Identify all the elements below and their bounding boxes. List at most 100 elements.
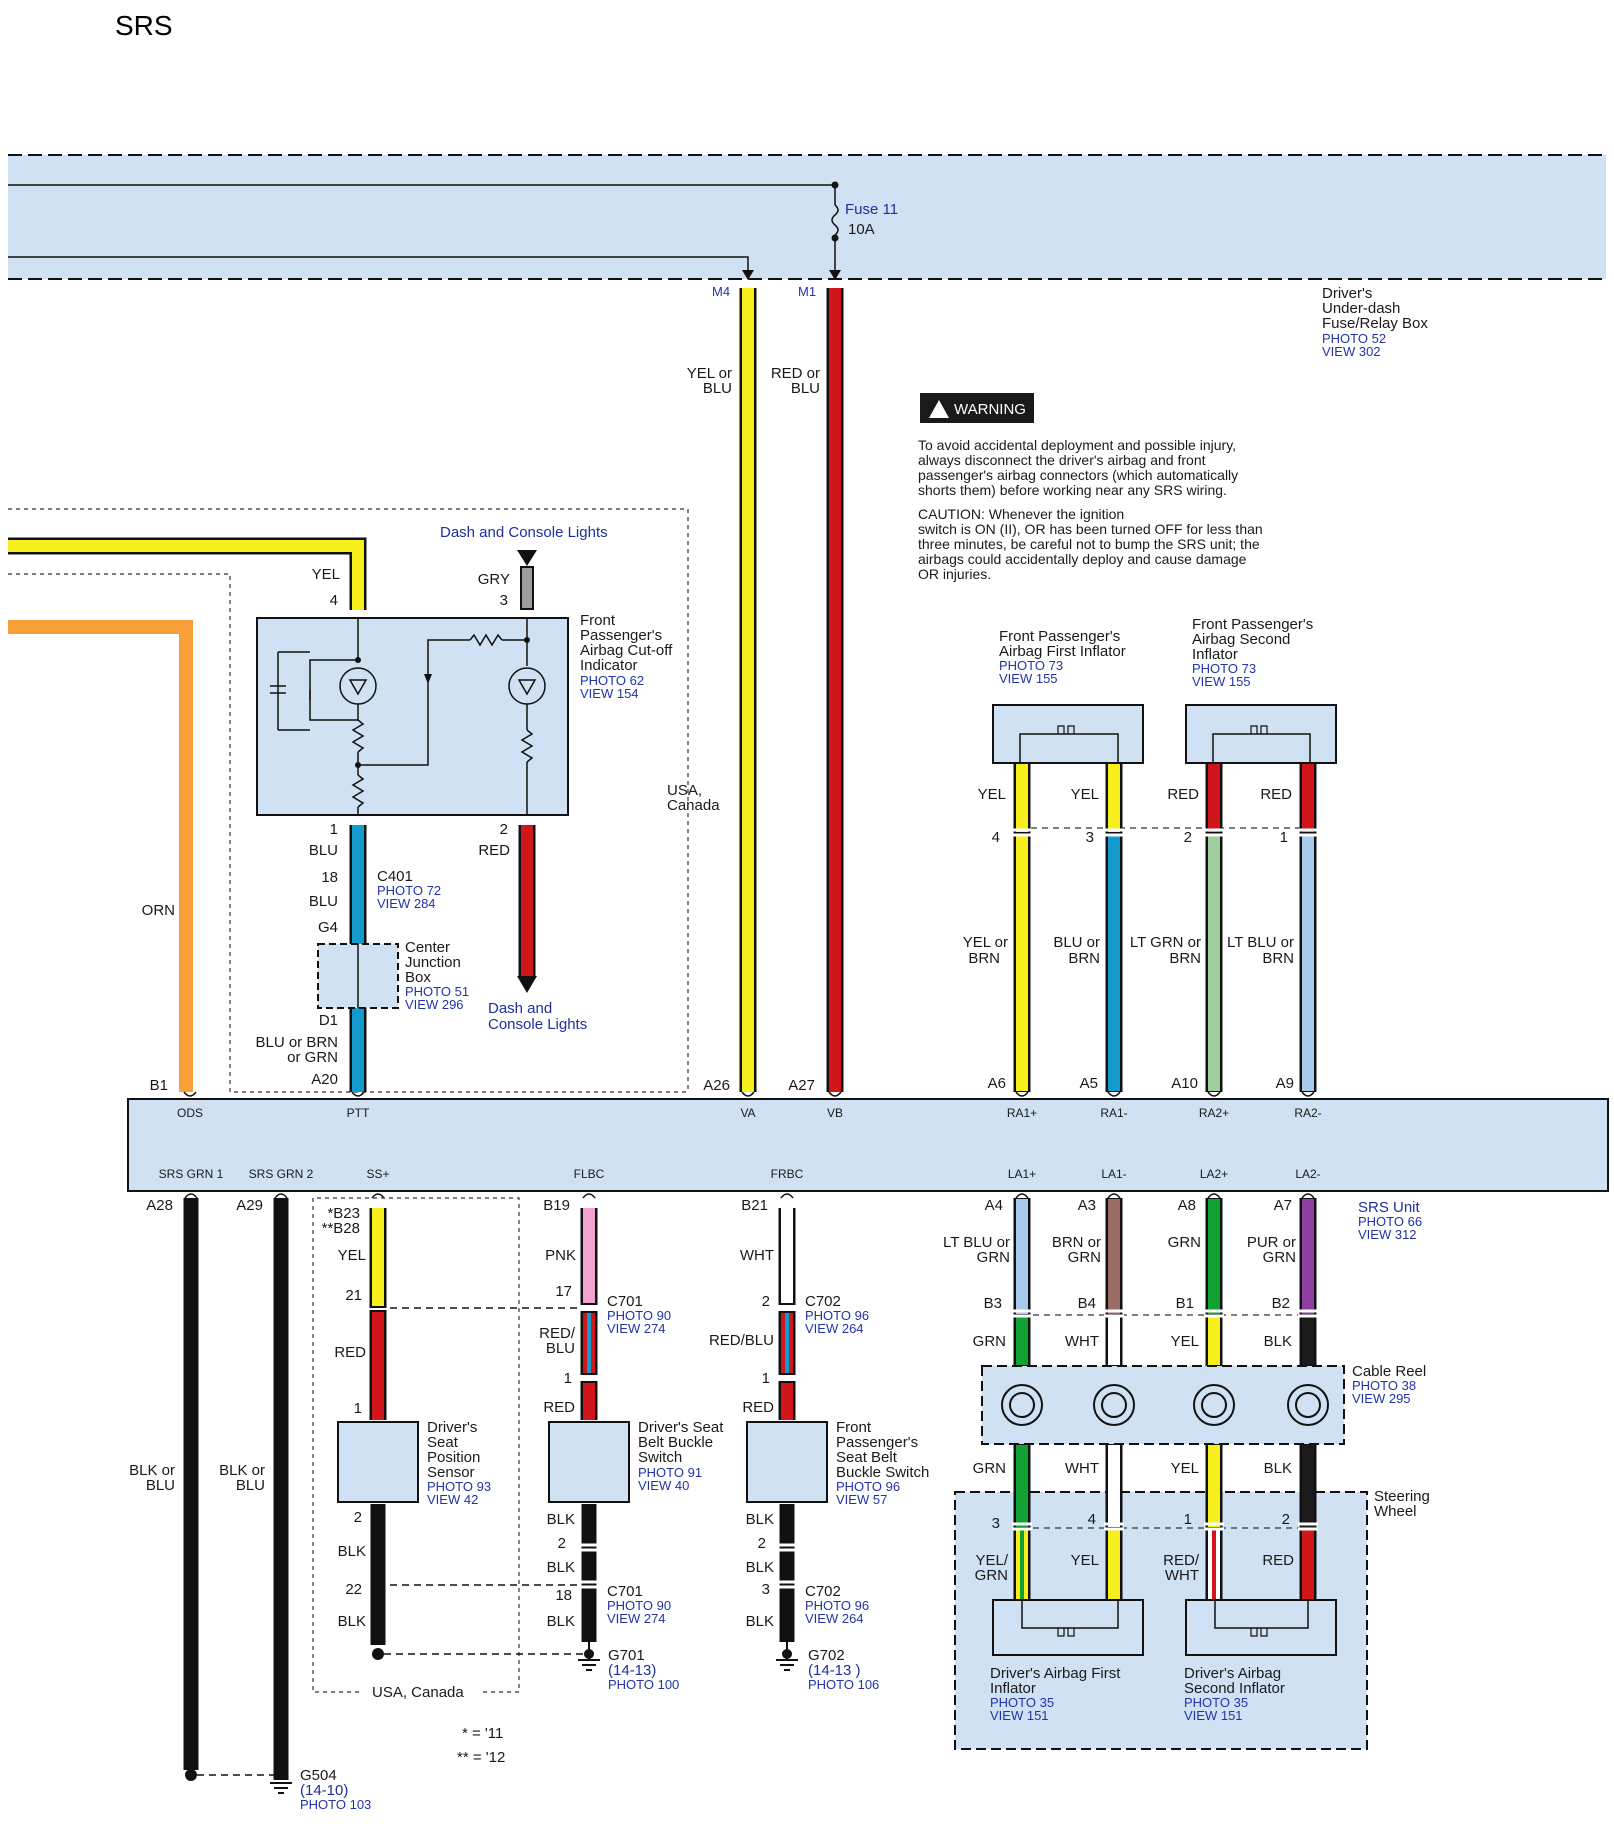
srs-terminal-vb: VB xyxy=(827,1106,843,1120)
gnd-color-2b: BLU xyxy=(236,1477,265,1494)
ss-name-2: Seat xyxy=(427,1434,459,1451)
fp-wire-bot-1a: YEL or xyxy=(963,934,1008,951)
warning-line-4: shorts them) before working near any SRS… xyxy=(918,482,1227,498)
srs-terminal-la1-: LA1- xyxy=(1101,1167,1126,1181)
srs-terminal-flbc: FLBC xyxy=(574,1167,605,1181)
gnd-color-1a: BLK or xyxy=(129,1462,175,1479)
cable-reel-photo: PHOTO 38 xyxy=(1352,1378,1416,1393)
cable-reel-coil-inner-4 xyxy=(1295,1392,1321,1418)
steering-name-1: Steering xyxy=(1374,1488,1430,1505)
g702-photo: PHOTO 106 xyxy=(808,1677,879,1692)
fp-first-name-2: Airbag First Inflator xyxy=(999,643,1126,660)
fp-pin-3: 2 xyxy=(1184,829,1192,846)
cutoff-name-3: Airbag Cut-off xyxy=(580,642,673,659)
srs-unit-name: SRS Unit xyxy=(1358,1199,1421,1216)
srs-top-pin-cup-2 xyxy=(351,1091,365,1097)
gnd-color-1b: BLU xyxy=(146,1477,175,1494)
fp-wire-bot-4a: LT BLU or xyxy=(1227,934,1294,951)
cutoff-blu-brn-2: or GRN xyxy=(287,1049,338,1066)
fuse-box-name-1: Driver's xyxy=(1322,285,1372,302)
steering-name-2: Wheel xyxy=(1374,1503,1417,1520)
pin-a10: A10 xyxy=(1171,1075,1198,1092)
ss-pin22: 22 xyxy=(345,1581,362,1598)
g701-ref: (14-13) xyxy=(608,1662,656,1679)
cable-reel-coil-outer-3 xyxy=(1193,1384,1235,1426)
frbc-c702-view: VIEW 264 xyxy=(805,1321,864,1336)
warning-line-1: To avoid accidental deployment and possi… xyxy=(918,437,1236,453)
da-second-name-1: Driver's Airbag xyxy=(1184,1665,1281,1682)
frbc-c702b-photo: PHOTO 96 xyxy=(805,1598,869,1613)
da-wire-1a: LT BLU or xyxy=(943,1234,1010,1251)
airbag-cutoff-indicator xyxy=(256,617,569,816)
reel-top-1: GRN xyxy=(973,1333,1006,1350)
g504-label: G504 xyxy=(300,1767,337,1784)
warning-icon xyxy=(929,400,949,418)
srs-unit-view: VIEW 312 xyxy=(1358,1227,1417,1242)
cable-reel-coil-outer-4 xyxy=(1287,1384,1329,1426)
driver-airbag-wires xyxy=(1001,1198,1329,1600)
flbc-pnk: PNK xyxy=(545,1247,576,1264)
srs-unit xyxy=(127,1098,1609,1192)
flbc-c701-view: VIEW 274 xyxy=(607,1321,666,1336)
da-pin-b2: B2 xyxy=(1272,1295,1290,1312)
pin-a26: A26 xyxy=(703,1077,730,1094)
sw-pin-3: 3 xyxy=(992,1515,1000,1532)
note-1: * = '11 xyxy=(462,1725,503,1742)
flbc-pin18: 18 xyxy=(555,1587,572,1604)
fp-wire-bot-4b: BRN xyxy=(1262,950,1294,967)
gnd-color-2a: BLK or xyxy=(219,1462,265,1479)
cutoff-pin2: 2 xyxy=(500,821,508,838)
fp-buckle-switch xyxy=(746,1421,828,1503)
ss-photo: PHOTO 93 xyxy=(427,1479,491,1494)
flbc-blk2: BLK xyxy=(547,1559,575,1576)
ss-blk1: BLK xyxy=(338,1543,366,1560)
pin-a3: A3 xyxy=(1078,1197,1096,1214)
fuse-icon xyxy=(831,204,839,236)
va-color-1: YEL or xyxy=(687,365,732,382)
pin-b21: B21 xyxy=(741,1197,768,1214)
pin-a9: A9 xyxy=(1276,1075,1294,1092)
vb-color-1: RED or xyxy=(771,365,820,382)
caution-line-3: three minutes, be careful not to bump th… xyxy=(918,536,1260,552)
fuse-box-photo: PHOTO 52 xyxy=(1322,331,1386,346)
da-first-name-1: Driver's Airbag First xyxy=(990,1665,1121,1682)
frbc-pin2b: 2 xyxy=(758,1535,766,1552)
warning-line-3: passenger's airbag connectors (which aut… xyxy=(918,467,1238,483)
ss-pin2: 2 xyxy=(354,1509,362,1526)
g504-photo: PHOTO 103 xyxy=(300,1797,371,1812)
frbc-c702b-view: VIEW 264 xyxy=(805,1611,864,1626)
srs-top-pin-cup-8 xyxy=(1301,1091,1315,1097)
pin-a6: A6 xyxy=(988,1075,1006,1092)
da-wire-4b: GRN xyxy=(1263,1249,1296,1266)
reel-bot-3: YEL xyxy=(1171,1460,1199,1477)
seat-usa-canada: USA, Canada xyxy=(372,1684,464,1701)
cjb-d1: D1 xyxy=(319,1012,338,1029)
flbc-name-3: Switch xyxy=(638,1449,682,1466)
srs-bottom-pin-cup-3 xyxy=(371,1193,385,1199)
sw-wire-1b: GRN xyxy=(975,1567,1008,1584)
reel-bot-1: GRN xyxy=(973,1460,1006,1477)
arrow-down-icon xyxy=(517,550,537,566)
srs-unit-photo: PHOTO 66 xyxy=(1358,1214,1422,1229)
caution-line-2: switch is ON (II), OR has been turned OF… xyxy=(918,521,1263,537)
srs-bottom-pin-cup-5 xyxy=(780,1193,794,1199)
fp-second-view: VIEW 155 xyxy=(1192,674,1251,689)
note-2: ** = '12 xyxy=(457,1749,505,1766)
da-wire-2a: BRN or xyxy=(1052,1234,1101,1251)
sw-wire-3b: WHT xyxy=(1165,1567,1199,1584)
flbc-blk1: BLK xyxy=(547,1511,575,1528)
srs-terminal-ra1-: RA1- xyxy=(1100,1106,1127,1120)
sw-wire-1a: YEL/ xyxy=(975,1552,1008,1569)
cutoff-yel: YEL xyxy=(312,566,340,583)
pin-b28: **B28 xyxy=(322,1220,360,1237)
g702-label: G702 xyxy=(808,1647,845,1664)
flbc-c701: C701 xyxy=(607,1293,643,1310)
cjb-name-1: Center xyxy=(405,939,450,956)
fp-wire-bot-3a: LT GRN or xyxy=(1130,934,1201,951)
frbc-pin2: 2 xyxy=(762,1293,770,1310)
fuse-label: Fuse 11 xyxy=(845,201,898,218)
fp-pin-1: 4 xyxy=(992,829,1000,846)
cutoff-blu1: BLU xyxy=(309,842,338,859)
cutoff-name-1: Front xyxy=(580,612,616,629)
